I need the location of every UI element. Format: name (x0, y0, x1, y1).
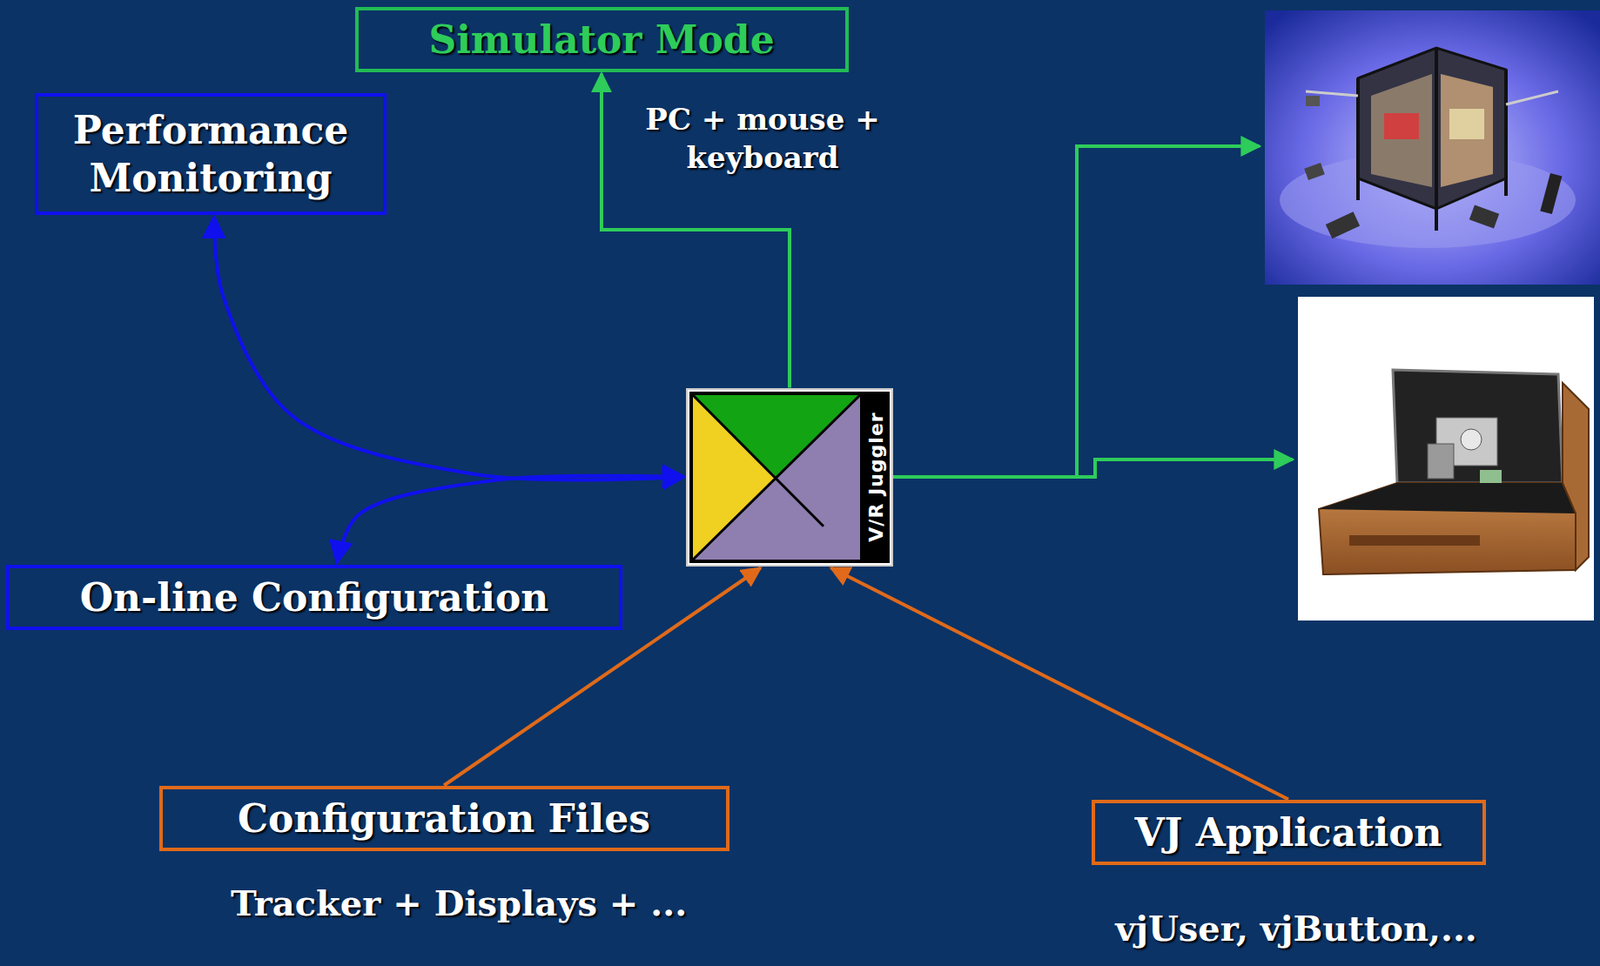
box-text: Configuration Files (174, 794, 714, 843)
logo-text: V/R Juggler (864, 411, 889, 542)
cave-illustration (1264, 10, 1600, 285)
output-arrow (893, 146, 1260, 478)
edge-label: PC + mouse + keyboard (618, 100, 907, 177)
note-text: Tracker + Displays + ... (230, 882, 687, 924)
connector-arrow (214, 216, 685, 480)
logo-graphic (687, 389, 892, 565)
connector-arrow (336, 476, 685, 564)
feature-box: On-line Configuration (6, 564, 623, 631)
input-box: Configuration Files (159, 786, 730, 852)
workbench-illustration (1297, 296, 1594, 621)
box-text: Performance Monitoring (50, 106, 371, 202)
mode-box: Simulator Mode (355, 6, 849, 73)
box-text: On-line Configuration (21, 573, 607, 622)
connector-arrow (831, 568, 1289, 800)
feature-box: Performance Monitoring (34, 93, 387, 216)
note-text: vjUser, vjButton,... (1115, 907, 1478, 949)
box-text: VJ Application (1107, 808, 1471, 857)
output-arrow (1076, 459, 1293, 478)
output-arrows (893, 146, 1293, 478)
box-text: Simulator Mode (370, 15, 834, 64)
input-box: VJ Application (1091, 800, 1486, 866)
logo-box: V/R Juggler (685, 388, 894, 567)
